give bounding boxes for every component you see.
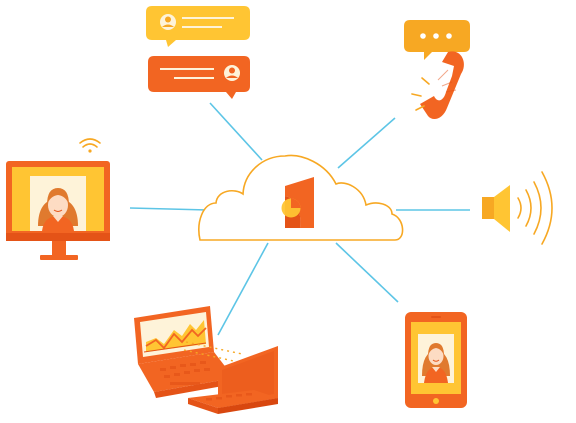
connectors [129, 102, 470, 336]
laptop-analytics-icon [134, 306, 278, 414]
phone-call-icon [404, 20, 470, 120]
connector-monitor [129, 207, 209, 211]
connector-phone [337, 117, 396, 169]
speaker-icon [482, 171, 553, 245]
connector-mobile [335, 242, 399, 303]
cloud-logo-icon [198, 154, 404, 241]
mobile-video-icon [405, 312, 467, 408]
video-monitor-icon [6, 138, 110, 260]
connector-chat [209, 102, 263, 161]
connector-laptops [217, 242, 269, 336]
wifi-icon [79, 138, 101, 153]
chat-bubbles-icon [146, 6, 250, 99]
